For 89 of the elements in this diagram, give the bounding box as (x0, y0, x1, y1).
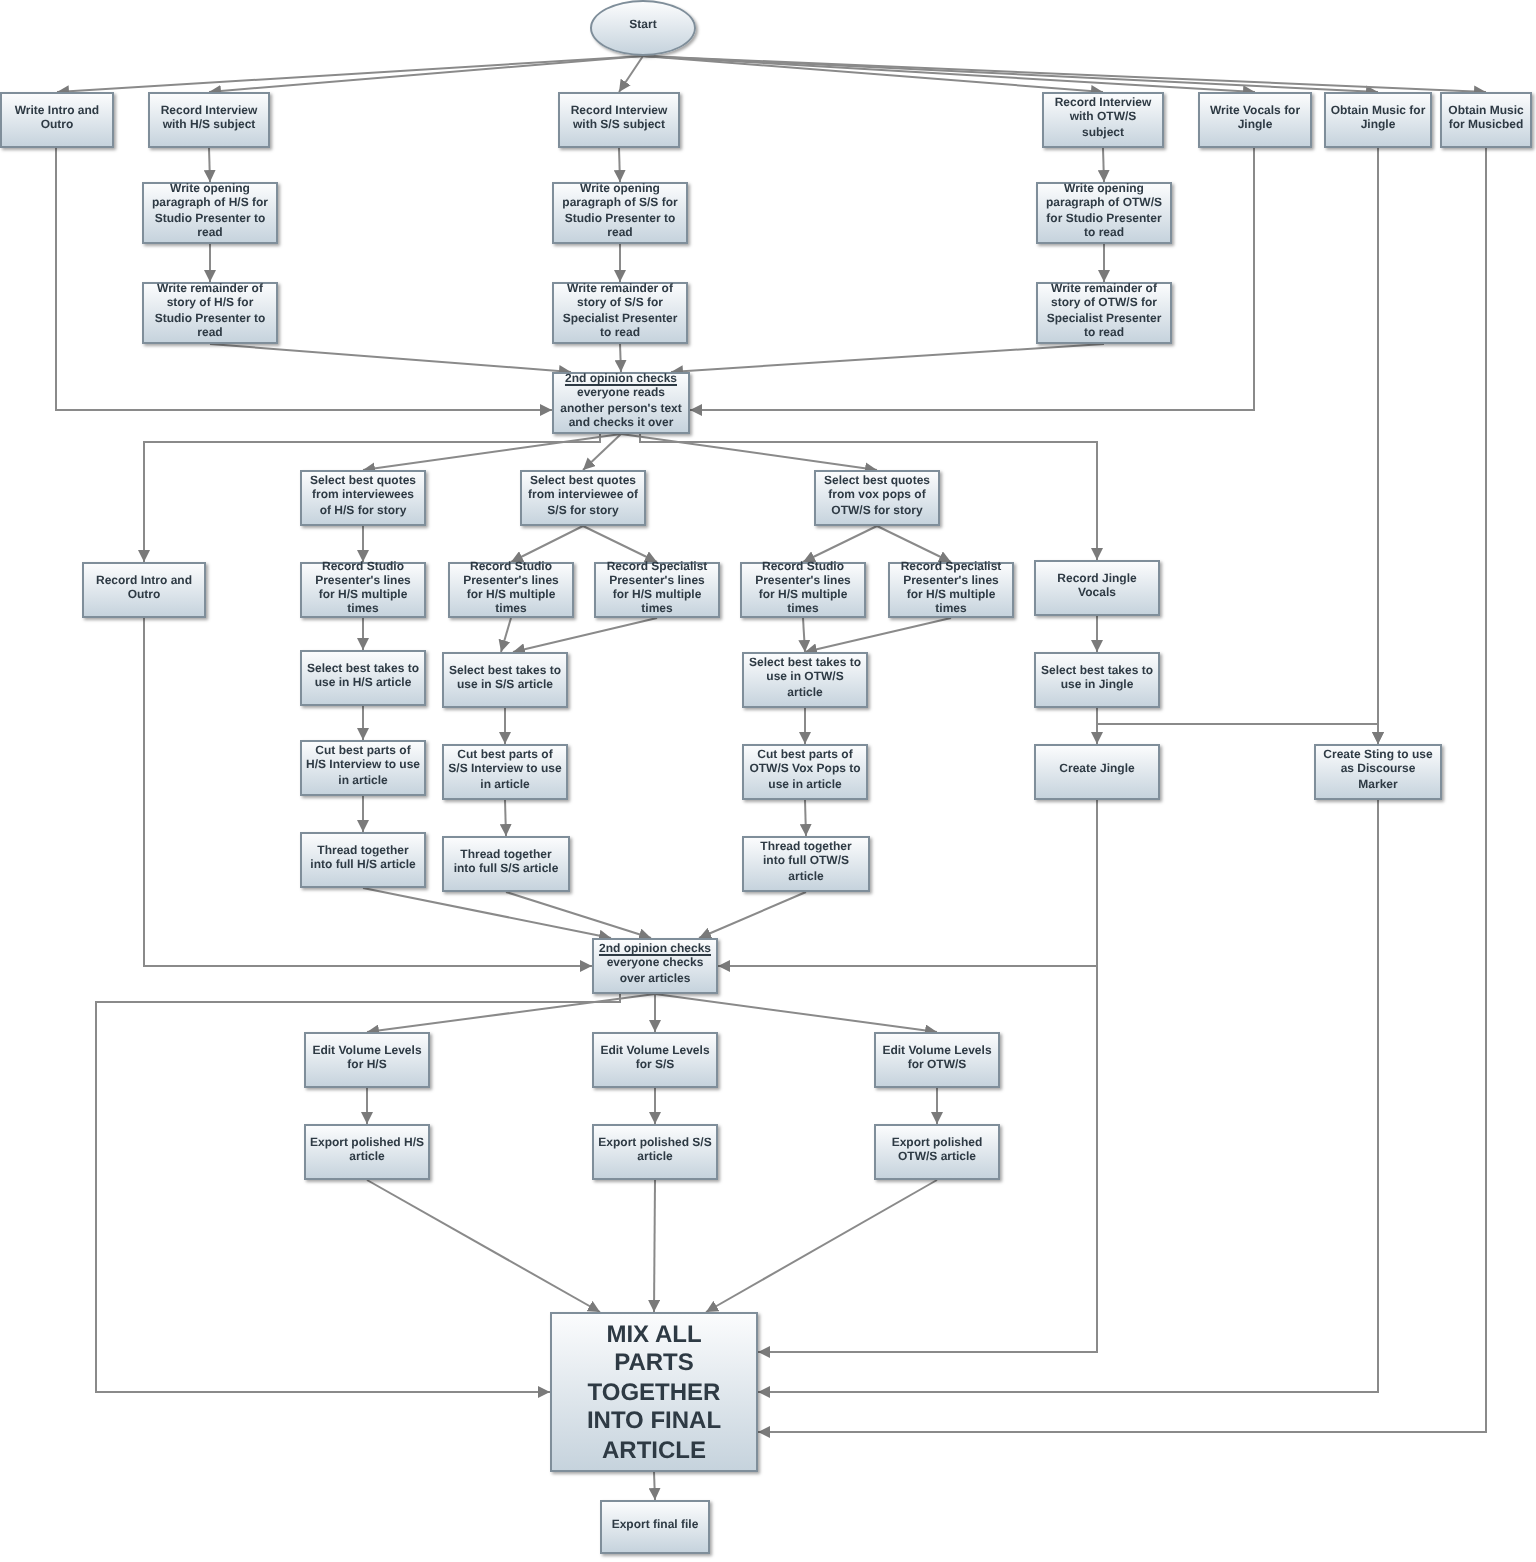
process-box (442, 652, 568, 708)
arrow (802, 525, 878, 563)
arrow (620, 433, 878, 475)
arrow (357, 525, 369, 563)
arrow (582, 433, 622, 471)
process-box (1324, 92, 1432, 148)
process-box (814, 470, 940, 526)
process-box (82, 562, 206, 618)
process-box (874, 1124, 1000, 1180)
arrow (498, 617, 512, 653)
arrow (204, 243, 216, 283)
arrow (203, 147, 216, 183)
arrow (366, 993, 656, 1037)
arrow (614, 243, 626, 283)
arrow (499, 799, 512, 837)
arrow (757, 147, 1487, 1438)
arrow (649, 1087, 661, 1125)
process-box (592, 938, 718, 994)
process-box (300, 832, 426, 888)
arrow (1091, 615, 1103, 653)
arrow (648, 1471, 661, 1501)
arrow (357, 705, 369, 741)
arrow (804, 617, 952, 656)
arrow (670, 343, 1105, 378)
process-box (558, 92, 680, 148)
process-box (1198, 92, 1312, 148)
arrow (357, 795, 369, 833)
arrow (618, 55, 644, 93)
process-box (442, 836, 570, 892)
process-box (874, 1032, 1000, 1088)
arrow (138, 433, 601, 563)
arrow (639, 433, 1103, 561)
process-box (1034, 744, 1160, 800)
process-box (304, 1124, 430, 1180)
process-box (1440, 92, 1532, 148)
process-box (888, 562, 1014, 618)
process-box (1042, 92, 1164, 148)
process-box (552, 372, 690, 434)
arrow (614, 343, 627, 373)
process-box (592, 1032, 718, 1088)
arrow (613, 147, 626, 183)
arrow (705, 1179, 938, 1313)
process-box (1034, 652, 1160, 708)
arrow (698, 891, 807, 939)
process-box (300, 562, 426, 618)
start-terminal (590, 0, 696, 56)
node-label: MIX ALL PARTS TOGETHER INTO FINAL ARTICLE (584, 1320, 724, 1464)
process-box (448, 562, 574, 618)
arrow (362, 433, 622, 475)
arrow (1372, 147, 1384, 745)
arrow (362, 887, 612, 942)
arrow (582, 525, 658, 563)
arrow (648, 1179, 661, 1313)
arrow (95, 993, 621, 1398)
arrow (499, 707, 511, 745)
process-box (1034, 560, 1160, 616)
arrow (654, 993, 938, 1037)
arrow (510, 525, 584, 563)
process-box (142, 282, 278, 344)
arrow (143, 617, 593, 972)
arrow (366, 1179, 601, 1313)
process-box (592, 1124, 718, 1180)
process-box (0, 92, 114, 148)
arrow (361, 1087, 373, 1125)
arrow (757, 799, 1379, 1398)
arrow (1098, 243, 1110, 283)
process-box (148, 92, 270, 148)
process-box (740, 562, 866, 618)
arrow (876, 525, 952, 563)
arrow (357, 617, 369, 651)
arrow (55, 147, 553, 416)
arrow (799, 799, 812, 837)
process-box (594, 562, 720, 618)
process-box (300, 470, 426, 526)
process-box (600, 1500, 710, 1554)
arrow (689, 147, 1255, 416)
arrow (208, 55, 644, 97)
arrow (505, 891, 652, 941)
process-box (300, 650, 426, 706)
process-box (304, 1032, 430, 1088)
arrow (209, 343, 572, 378)
arrow (931, 1087, 943, 1125)
arrow (1097, 147, 1110, 183)
process-box (550, 1312, 758, 1472)
process-box (742, 836, 870, 892)
arrow (799, 707, 811, 745)
arrow (649, 993, 661, 1033)
arrow (512, 617, 658, 656)
arrow (798, 617, 811, 653)
